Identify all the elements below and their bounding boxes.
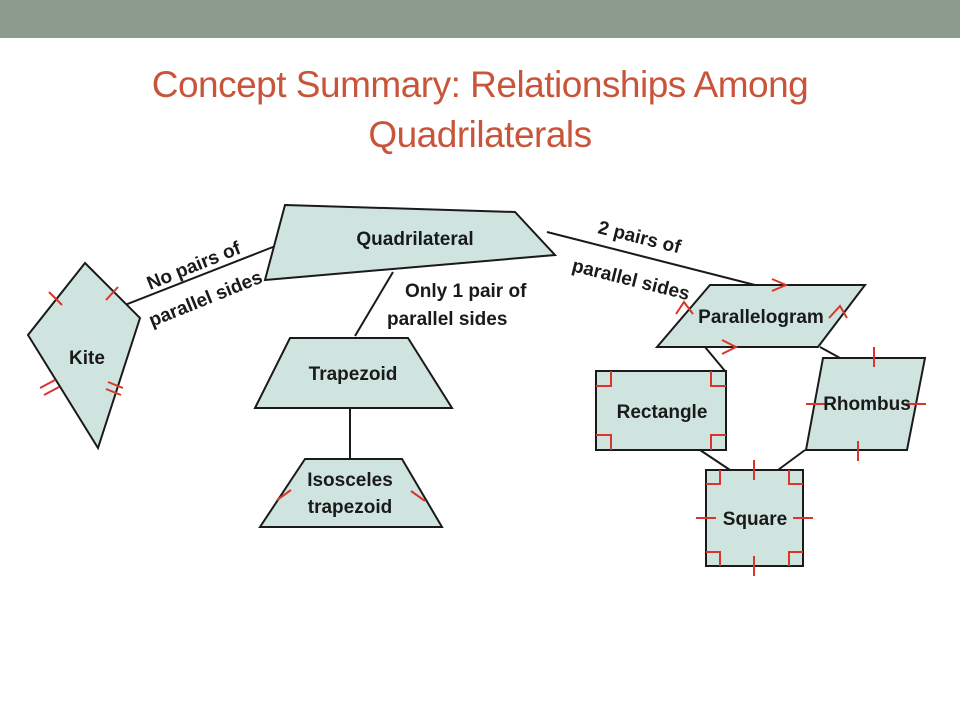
edge-parallelogram-rhombus	[819, 346, 841, 359]
edge-quad-parallelogram	[546, 231, 756, 286]
isosceles-trapezoid-shape	[258, 458, 444, 528]
edge-quad-trapezoid	[354, 271, 394, 337]
label-parallelogram: Parallelogram	[698, 307, 824, 328]
label-rectangle: Rectangle	[617, 402, 708, 423]
label-isosceles-line1: Isosceles	[307, 470, 393, 491]
edge-label-two-pairs-line2: parallel sides	[570, 255, 692, 305]
rectangle-shape	[595, 370, 727, 451]
kite-shape	[26, 261, 142, 451]
rhombus-shape	[804, 357, 927, 451]
quadrilateral-shape	[263, 203, 558, 282]
arrow-mark	[828, 304, 848, 319]
trapezoid-shape	[253, 337, 454, 409]
top-accent-bar	[0, 0, 960, 38]
edge-quad-kite	[124, 244, 279, 306]
connector-lines	[124, 231, 841, 471]
label-trapezoid: Trapezoid	[309, 364, 398, 385]
slide-title-line1: Concept Summary: Relationships Among	[151, 64, 809, 105]
label-quadrilateral: Quadrilateral	[356, 229, 473, 250]
arrow-mark	[675, 300, 694, 315]
edge-rectangle-square	[699, 449, 731, 471]
label-square: Square	[723, 509, 787, 530]
edge-parallelogram-rectangle	[704, 346, 726, 372]
congruence-marks	[39, 278, 926, 576]
slide-title-line2: Quadrilaterals	[368, 114, 592, 155]
label-kite: Kite	[69, 348, 105, 369]
label-isosceles-line2: trapezoid	[308, 497, 392, 518]
edge-label-one-pair-line1: Only 1 pair of	[405, 281, 527, 302]
slide-title: Concept Summary: Relationships Among Qua…	[40, 60, 920, 160]
arrow-mark	[771, 278, 789, 292]
label-rhombus: Rhombus	[823, 394, 911, 415]
parallelogram-shape	[654, 284, 868, 348]
edge-label-one-pair-line2: parallel sides	[387, 309, 507, 330]
edge-rhombus-square	[777, 449, 806, 471]
edge-label-two-pairs-line1: 2 pairs of	[596, 217, 684, 258]
arrow-mark	[721, 339, 739, 355]
